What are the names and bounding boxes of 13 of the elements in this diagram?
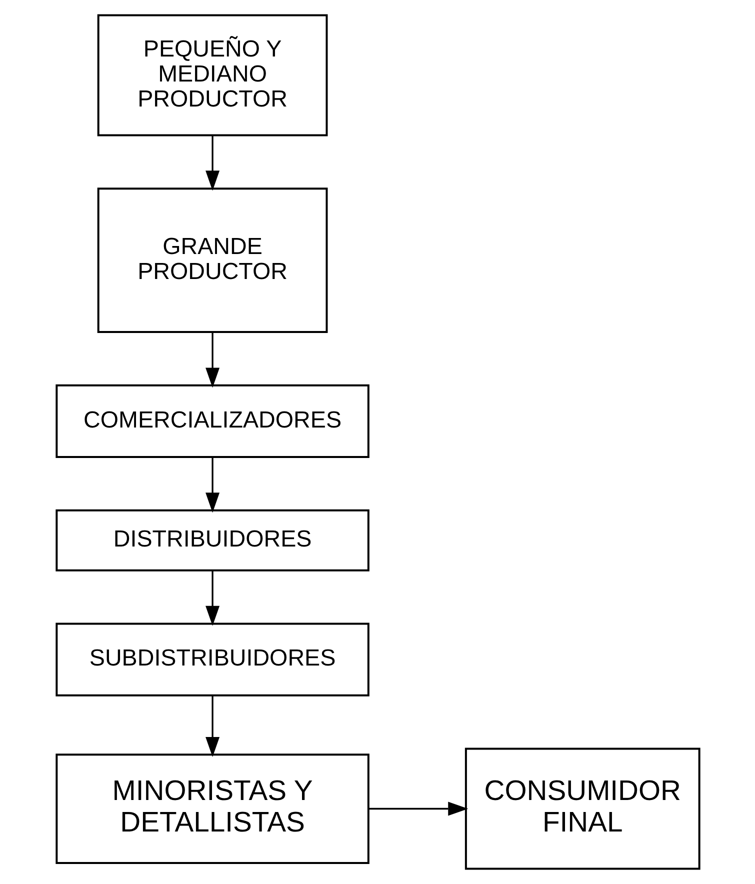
node-box: SUBDISTRIBUIDORES xyxy=(55,622,369,696)
arrow xyxy=(205,458,220,513)
node-box: DISTRIBUIDORES xyxy=(55,509,369,572)
node-box: CONSUMIDOR FINAL xyxy=(464,748,700,870)
node-box: GRANDE PRODUCTOR xyxy=(96,188,328,333)
node-box: PEQUEÑO Y MEDIANO PRODUCTOR xyxy=(96,14,328,136)
arrow xyxy=(205,135,220,191)
node-box: MINORISTAS Y DETALLISTAS xyxy=(55,754,369,864)
arrow xyxy=(368,802,468,816)
arrow xyxy=(205,696,220,758)
node-box: COMERCIALIZADORES xyxy=(55,384,369,458)
arrow xyxy=(205,332,220,388)
arrow xyxy=(205,570,220,626)
